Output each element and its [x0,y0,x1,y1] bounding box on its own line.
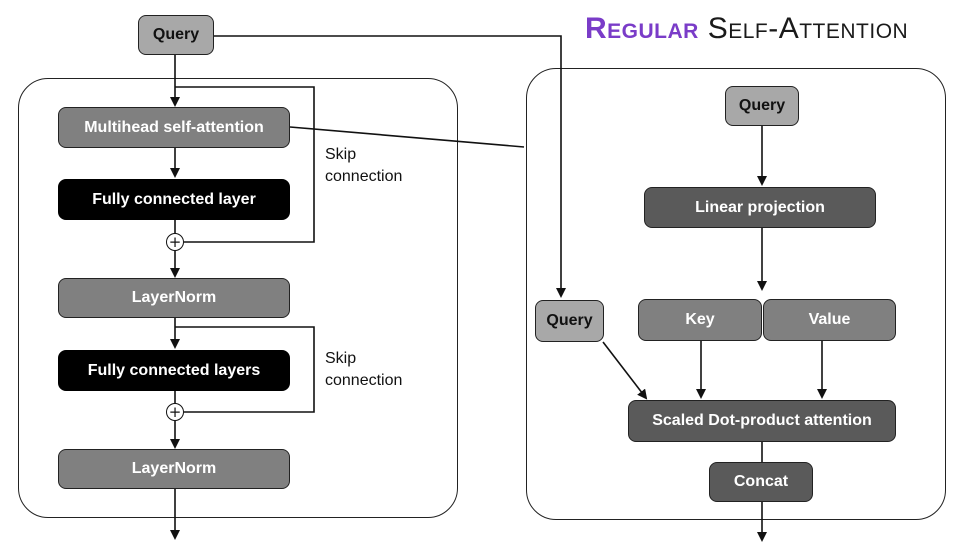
layernorm-node-2: LayerNorm [58,449,290,489]
skip-connection-2-path [175,326,315,413]
add-icon-2: + [166,403,184,421]
layernorm-node-1: LayerNorm [58,278,290,318]
skip-connection-1-path [175,86,315,243]
fully-connected-layers-node: Fully connected layers [58,350,290,391]
concat-node: Concat [709,462,813,502]
fully-connected-layer-node: Fully connected layer [58,179,290,220]
add-icon-1: + [166,233,184,251]
title-accent-word: Regular [585,12,699,45]
query-input-node: Query [138,15,214,55]
skip-connection-label-2: Skip connection [325,350,403,389]
key-node: Key [638,299,762,341]
arrow-query-to-side-query [214,35,566,298]
zoom-link-line [289,126,525,148]
query-node-side: Query [535,300,604,342]
multihead-self-attention-node: Multihead self-attention [58,107,290,148]
arrow-side-query-to-sdpa [602,341,648,400]
query-node-top: Query [725,86,799,126]
linear-projection-node: Linear projection [644,187,876,228]
right-block-panel [526,68,946,520]
scaled-dot-product-attention-node: Scaled Dot-product attention [628,400,896,442]
skip-connection-label-1: Skip connection [325,146,403,185]
title-rest-words: Self-Attention [707,12,909,45]
value-node: Value [763,299,896,341]
diagram-title: Regular Self-Attention [585,12,908,46]
